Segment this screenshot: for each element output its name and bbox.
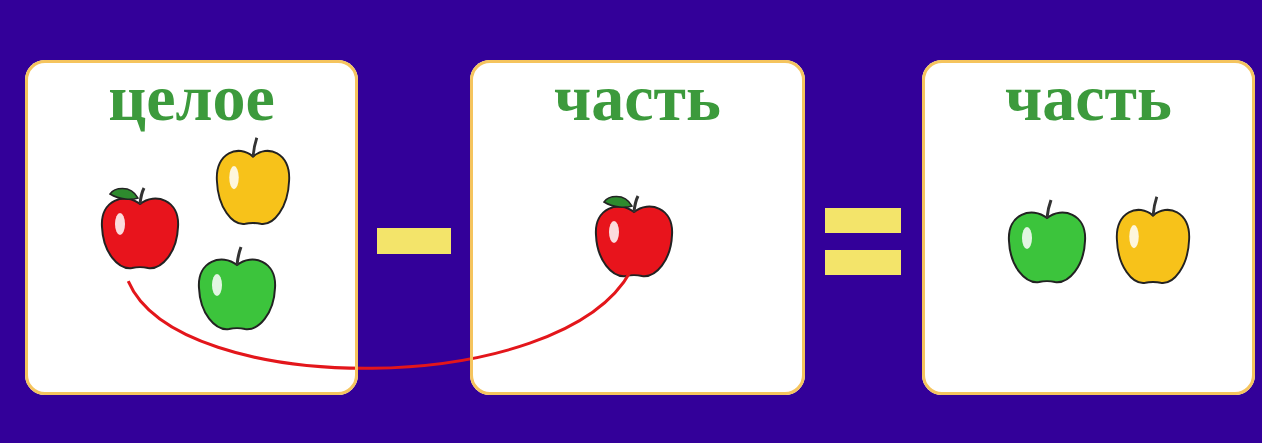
panel-heading: часть (554, 65, 721, 131)
panel-box: целое (25, 60, 358, 395)
connector-arc (128, 271, 631, 368)
minus-sign (377, 228, 451, 254)
green-apple (1009, 200, 1085, 282)
green-apple (199, 247, 275, 329)
panel-fill (470, 60, 805, 395)
equals-sign (825, 250, 901, 275)
panel-heading: часть (1005, 65, 1172, 131)
panel-box: часть (922, 60, 1255, 395)
panel-fill (25, 60, 358, 395)
yellow-apple (1117, 197, 1189, 283)
red-apple (596, 196, 672, 276)
panel-heading: целое (108, 65, 275, 131)
yellow-apple (217, 138, 289, 224)
red-apple (102, 188, 178, 268)
panel-fill (922, 60, 1255, 395)
panel-box: часть (470, 60, 805, 395)
equals-sign (825, 208, 901, 233)
